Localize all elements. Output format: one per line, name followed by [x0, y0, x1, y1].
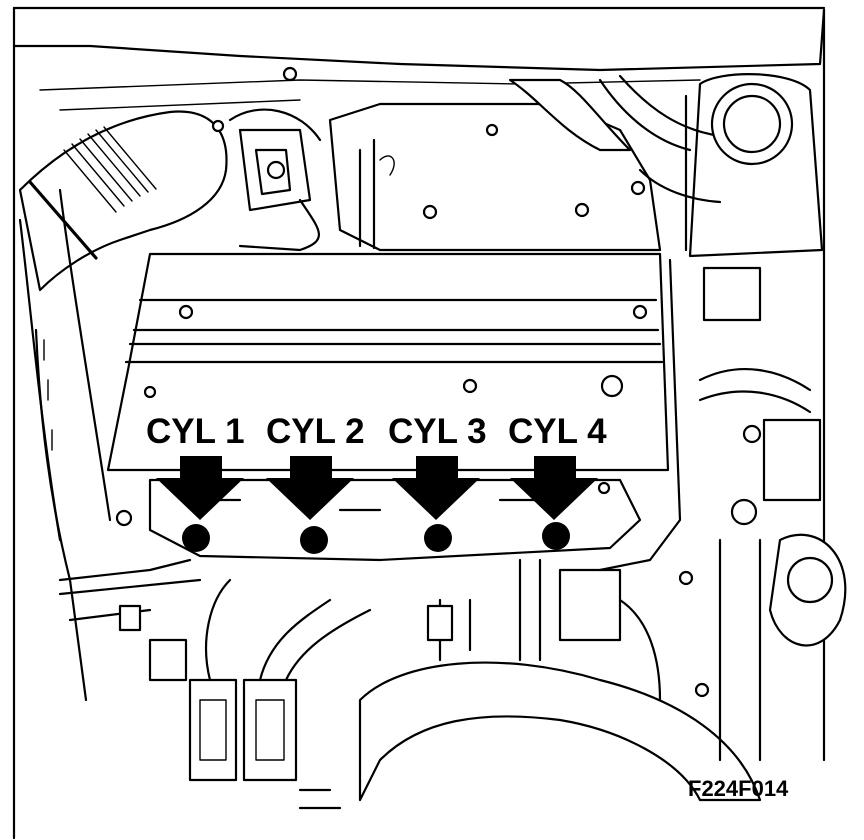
coolant-reservoir-cap [684, 73, 824, 258]
right-side-components [597, 258, 847, 762]
figure-code: F224F014 [688, 776, 789, 801]
valve-cover [106, 252, 670, 472]
left-harness [34, 328, 202, 702]
lower-connectors [148, 578, 372, 782]
arrow-cyl-2 [266, 456, 354, 520]
spark-plug-cyl-2 [300, 526, 328, 554]
arrow-cyl-4 [510, 456, 598, 520]
cyl-2-label: CYL 2 [266, 412, 365, 451]
upper-right-hoses [508, 74, 722, 204]
spark-plug-positions [182, 522, 570, 554]
cylinder-arrows [156, 456, 598, 520]
arrow-cyl-3 [392, 456, 480, 520]
engine-bay-outline [12, 6, 826, 840]
cyl-3-label: CYL 3 [388, 412, 487, 451]
cyl-1-label: CYL 1 [146, 412, 245, 451]
air-intake-hose [18, 110, 228, 542]
cylinder-labels: CYL 1 CYL 2 CYL 3 CYL 4 [146, 412, 607, 451]
top-connector [211, 66, 322, 252]
spark-plug-cyl-3 [424, 524, 452, 552]
cyl-4-label: CYL 4 [508, 412, 607, 451]
arrow-cyl-1 [156, 456, 244, 520]
spark-plug-cyl-4 [542, 522, 570, 550]
lower-hoses [298, 558, 762, 810]
intake-box [328, 102, 662, 252]
spark-plug-cyl-1 [182, 524, 210, 552]
